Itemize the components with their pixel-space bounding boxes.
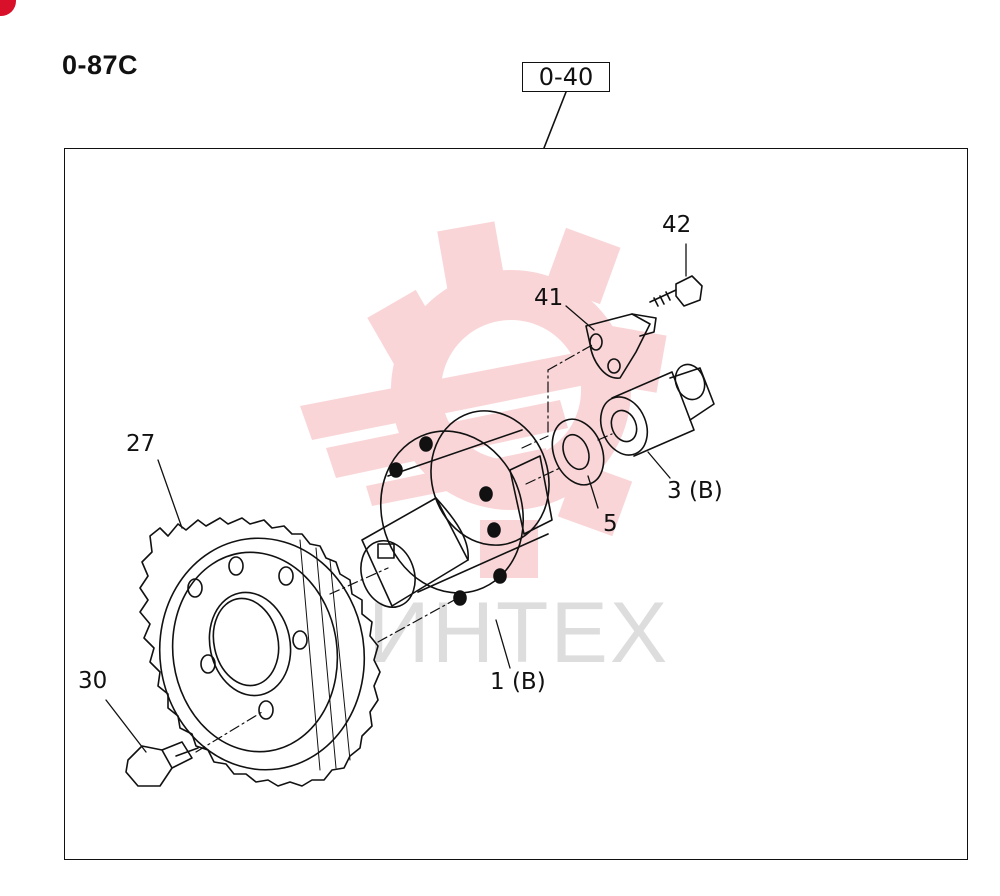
part-label-30: 30 [78,668,108,694]
part-label-42: 42 [662,212,692,238]
part-label-27: 27 [126,431,156,457]
bolt-part-30 [125,741,199,787]
label-leaders [105,243,687,753]
part-label-3: 3 (B) [667,478,723,504]
bolt-part-42 [649,275,703,307]
center-lines [195,343,613,753]
watermark-text: ИНТЕХ [368,585,670,681]
part-label-1: 1 (B) [490,669,546,695]
hub-part-1 [360,410,553,608]
bracket-part-41 [585,313,657,379]
part-label-5: 5 [603,511,618,537]
sleeve-part-3 [599,363,715,457]
reference-leader-line [543,91,567,149]
gear-part-27 [139,517,381,787]
washer-part-5 [551,418,605,486]
diagram-frame [64,148,968,860]
page-code: 0-87C [62,50,139,80]
part-label-41: 41 [534,285,564,311]
